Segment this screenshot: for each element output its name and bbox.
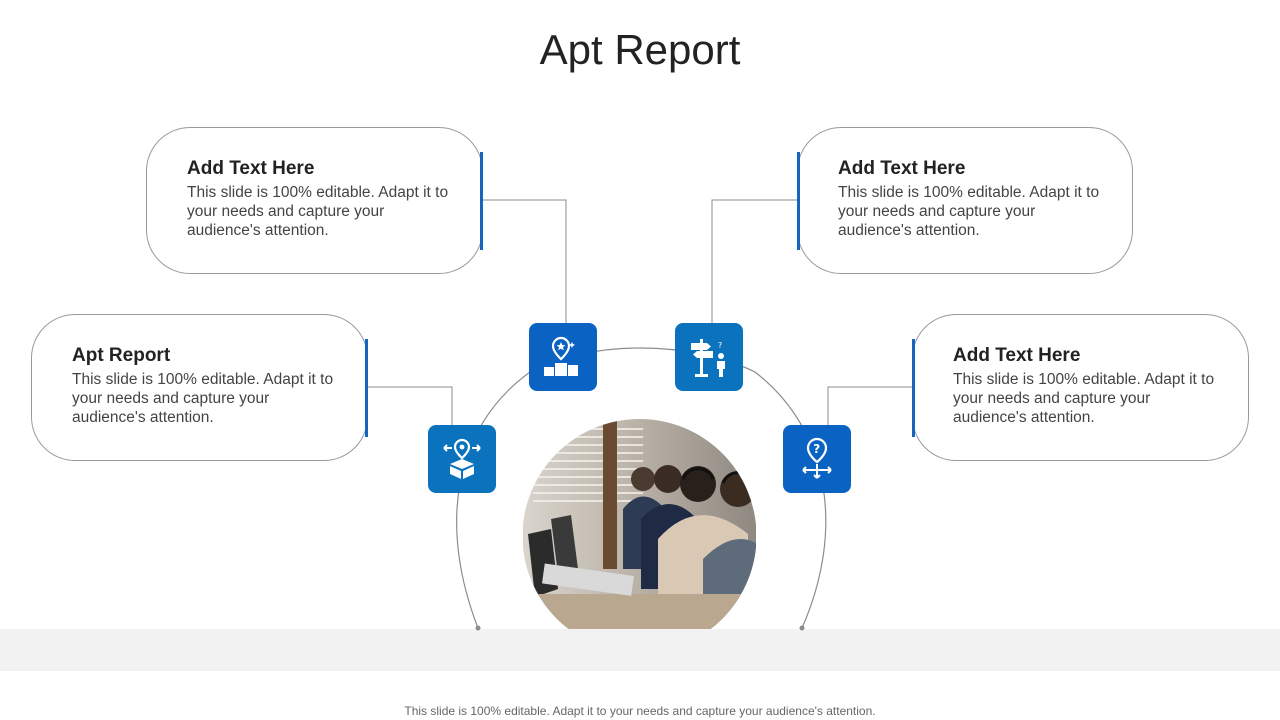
card-body: This slide is 100% editable. Adapt it to… bbox=[72, 371, 334, 426]
card-mid-right: Add Text Here This slide is 100% editabl… bbox=[912, 314, 1249, 461]
card-accent-bar bbox=[365, 339, 368, 437]
footer-band bbox=[0, 629, 1280, 671]
connector-mid-left bbox=[366, 386, 453, 425]
svg-text:?: ? bbox=[813, 442, 820, 456]
svg-text:?: ? bbox=[718, 341, 722, 350]
card-body: This slide is 100% editable. Adapt it to… bbox=[838, 184, 1100, 239]
card-heading: Apt Report bbox=[72, 345, 171, 366]
location-box-icon bbox=[428, 425, 496, 493]
slide-title: Apt Report bbox=[539, 26, 741, 73]
card-accent-bar bbox=[480, 152, 483, 250]
location-podium-icon bbox=[529, 323, 597, 391]
connector-mid-right bbox=[827, 386, 913, 425]
footer-note: This slide is 100% editable. Adapt it to… bbox=[404, 704, 876, 718]
card-accent-bar bbox=[912, 339, 915, 437]
card-body: This slide is 100% editable. Adapt it to… bbox=[187, 184, 449, 239]
direction-signpost-icon: ? bbox=[675, 323, 743, 391]
arc-end-dot-right bbox=[799, 625, 805, 631]
card-heading: Add Text Here bbox=[187, 158, 315, 179]
call-center-agents-photo bbox=[523, 419, 756, 629]
card-mid-left: Apt Report This slide is 100% editable. … bbox=[31, 314, 368, 461]
card-body: This slide is 100% editable. Adapt it to… bbox=[953, 371, 1215, 426]
card-heading: Add Text Here bbox=[953, 345, 1081, 366]
card-heading: Add Text Here bbox=[838, 158, 966, 179]
connector-top-right bbox=[711, 199, 798, 323]
card-top-right: Add Text Here This slide is 100% editabl… bbox=[797, 127, 1133, 274]
card-top-left: Add Text Here This slide is 100% editabl… bbox=[146, 127, 483, 274]
connector-top-left bbox=[482, 199, 567, 323]
arc-end-dot-left bbox=[475, 625, 481, 631]
card-accent-bar bbox=[797, 152, 800, 250]
question-location-arrows-icon: ? bbox=[783, 425, 851, 493]
